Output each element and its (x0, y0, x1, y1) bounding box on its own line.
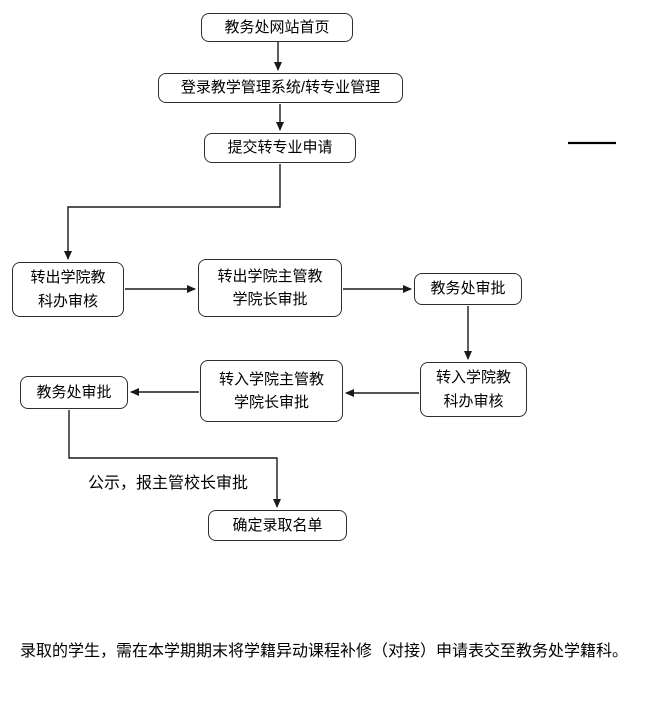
node-transfer-out-office-review: 转出学院教 科办审核 (12, 262, 124, 317)
connector-jwc2-confirm (68, 410, 281, 508)
node-homepage: 教务处网站首页 (201, 13, 353, 42)
publicity-step-label: 公示，报主管校长审批 (88, 475, 249, 492)
node-academic-affairs-approval-1: 教务处审批 (414, 273, 522, 305)
node-confirm-admission-list: 确定录取名单 (208, 510, 347, 541)
node-academic-affairs-approval-2: 教务处审批 (20, 376, 128, 409)
node-transfer-in-office-review: 转入学院教 科办审核 (420, 362, 527, 417)
node-submit-application: 提交转专业申请 (204, 133, 356, 163)
footnote-text: 录取的学生，需在本学期期末将学籍异动课程补修（对接）申请表交至教务处学籍科。 (20, 643, 629, 660)
node-login-system: 登录教学管理系统/转专业管理 (158, 73, 403, 103)
connector-submit-out-office (64, 164, 281, 260)
node-transfer-in-dean-approval: 转入学院主管教 学院长审批 (200, 360, 343, 422)
node-transfer-out-dean-approval: 转出学院主管教 学院长审批 (198, 259, 342, 317)
